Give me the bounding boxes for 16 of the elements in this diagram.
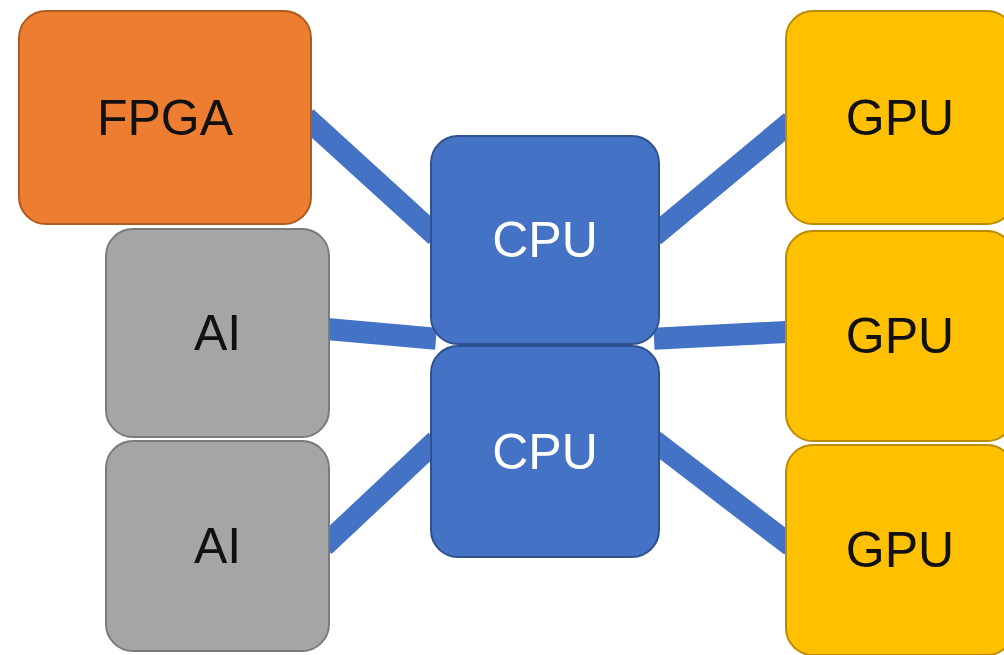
node-label: GPU	[845, 521, 955, 579]
node-label: GPU	[845, 88, 955, 147]
gpu-box	[785, 444, 1004, 655]
gpu-box	[785, 230, 1004, 442]
fpga-box	[18, 10, 312, 225]
node-label: AI	[193, 304, 242, 362]
node-label: CPU	[492, 211, 598, 269]
cpu-box	[430, 135, 660, 345]
gpu-box	[785, 10, 1004, 225]
node-label: CPU	[492, 422, 598, 481]
ai-box	[105, 440, 330, 652]
node-label: AI	[193, 517, 242, 575]
cpu-box	[430, 345, 660, 558]
node-label: FPGA	[96, 88, 234, 147]
node-label: GPU	[845, 307, 955, 365]
ai-box	[105, 228, 330, 438]
